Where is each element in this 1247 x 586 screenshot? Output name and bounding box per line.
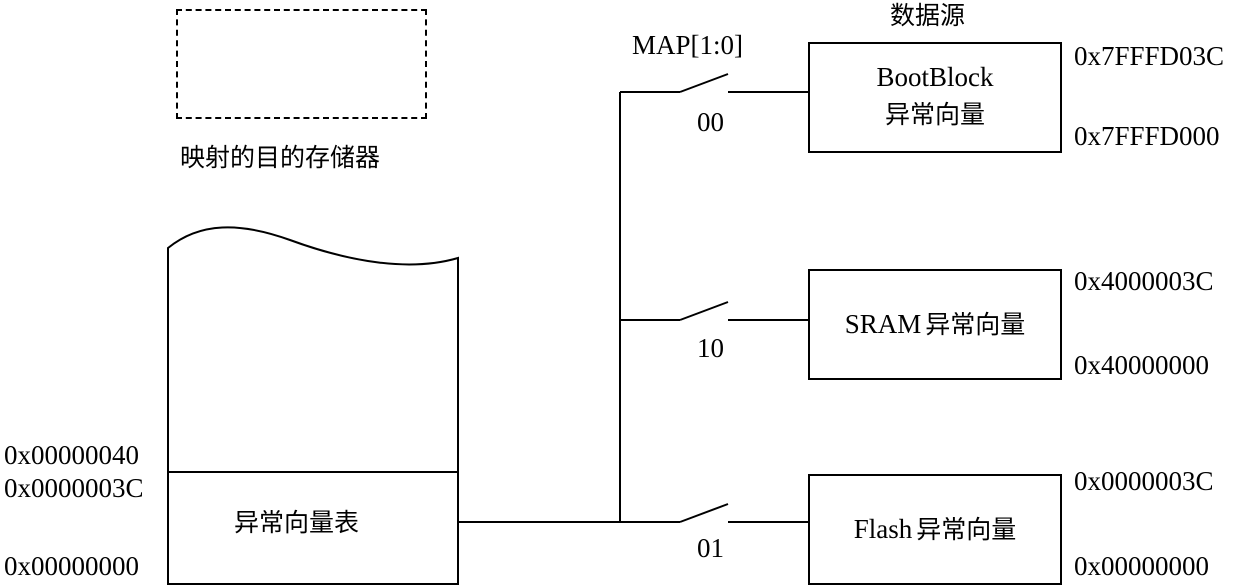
bootblock-line2: 异常向量: [884, 100, 985, 129]
map-bits-label: MAP[1:0]: [632, 30, 744, 60]
sram-label-en: SRAM: [844, 309, 922, 339]
vector-table-label: 异常向量表: [234, 508, 360, 537]
switch-00-label: 00: [697, 107, 724, 137]
sram-label-cn: 异常向量: [925, 310, 1026, 339]
flash-label-cn: 异常向量: [916, 515, 1017, 544]
target-memory-outline: [167, 226, 459, 585]
legend-label: 映射的目的存储器: [180, 143, 381, 172]
target-addr-00: 0x00000000: [4, 551, 139, 581]
switch-10-label: 10: [697, 333, 724, 363]
bootblock-line1: BootBlock: [876, 62, 994, 92]
flash-label-en: Flash: [853, 514, 913, 544]
bootblock-top-addr: 0x7FFFD03C: [1074, 41, 1225, 71]
bootblock-vector-box: BootBlock 异常向量: [808, 42, 1062, 153]
sram-top-addr: 0x4000003C: [1074, 266, 1214, 296]
bootblock-bottom-addr: 0x7FFFD000: [1074, 121, 1220, 151]
data-source-title: 数据源: [890, 1, 966, 30]
sram-vector-box: SRAM 异常向量: [808, 269, 1062, 380]
target-addr-40: 0x00000040: [4, 440, 139, 470]
flash-top-addr: 0x0000003C: [1074, 466, 1214, 496]
target-addr-3c: 0x0000003C: [4, 473, 144, 503]
switch-01-blade: [679, 503, 729, 523]
switch-00-blade: [679, 73, 729, 93]
flash-vector-box: Flash 异常向量: [808, 474, 1062, 585]
switch-10-blade: [679, 301, 729, 321]
switch-01-label: 01: [697, 533, 724, 563]
sram-bottom-addr: 0x40000000: [1074, 350, 1209, 380]
flash-bottom-addr: 0x00000000: [1074, 551, 1209, 581]
legend-dashed-box: [176, 9, 427, 119]
